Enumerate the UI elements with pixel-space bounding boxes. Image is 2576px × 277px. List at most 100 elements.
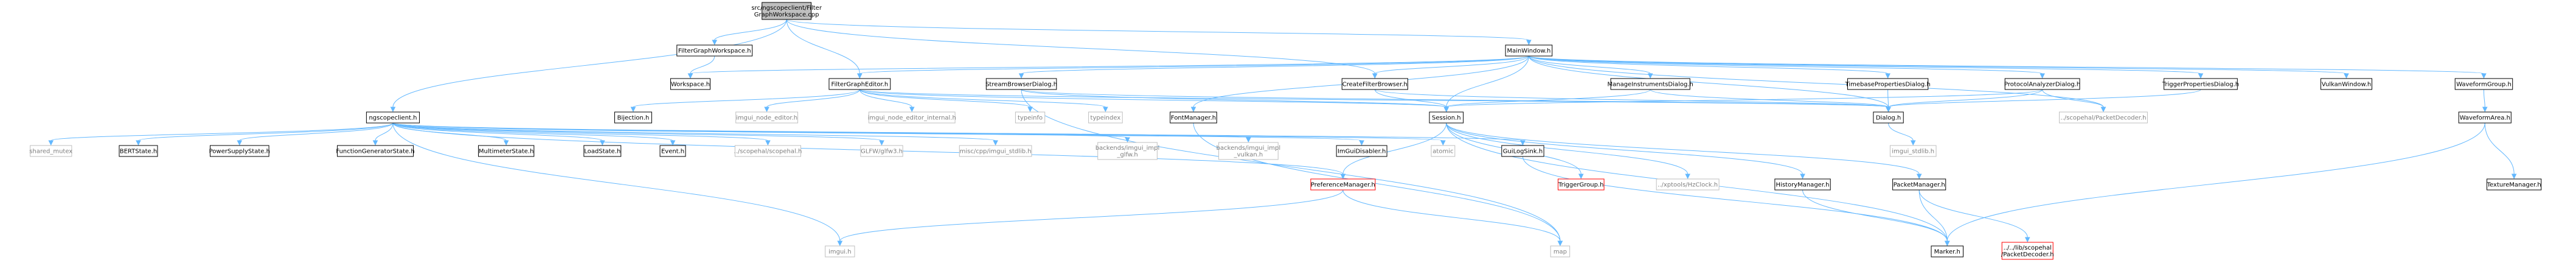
node-packetdecoder-lib: ../../lib/scopehal/PacketDecoder.h: [2001, 242, 2054, 260]
edge-line: [1528, 55, 2347, 74]
edge-line: [1374, 89, 1447, 108]
edge-FilterGraphEditor_h-to-Session_h: [859, 89, 1449, 113]
edge-line: [859, 89, 1031, 108]
edge-StreamBrowserDialog_h-to-Session_h: [1021, 89, 1449, 113]
node-box: [2458, 111, 2512, 124]
edge-arrowhead: [1372, 73, 1378, 79]
node-box: [825, 245, 855, 258]
node-bijection-h[interactable]: Bijection.h: [614, 111, 652, 124]
node-functiongeneratorstate-h[interactable]: FunctionGeneratorState.h: [336, 145, 415, 157]
node-label: imgui_node_editor.h: [736, 115, 797, 122]
edge-line: [392, 122, 768, 141]
edge-ngscopeclient_h-to-shared_mutex: [48, 122, 394, 146]
node-marker-h[interactable]: Marker.h: [1931, 245, 1964, 258]
node-label: ../scopehal/scopehal.h: [734, 149, 802, 155]
edge-line: [1446, 89, 1651, 108]
node-root: src/ngscopeclient/FilterGraphWorkspace.c…: [751, 2, 822, 20]
node-label: MainWindow.h: [1507, 48, 1550, 55]
node-protocolanalyzerdialog-h[interactable]: ProtocolAnalyzerDialog.h: [2004, 78, 2080, 90]
node-multimeterstate-h[interactable]: MultimeterState.h: [477, 145, 535, 157]
node-manageinstrumentsdialog-h[interactable]: ManageInstrumentsDialog.h: [1607, 78, 1693, 90]
node-label: LoadState.h: [584, 149, 620, 155]
node-guilogsink-h[interactable]: GuiLogSink.h: [1501, 145, 1544, 157]
edge-line: [392, 122, 673, 141]
edge-arrowhead: [2024, 237, 2030, 243]
node-box: [734, 145, 801, 157]
node-createfilterbrowser-h[interactable]: CreateFilterBrowser.h: [1341, 78, 1408, 90]
node-scopehal-h: ../scopehal/scopehal.h: [734, 145, 802, 157]
edge-line: [392, 122, 841, 242]
node-fontmanager-h[interactable]: FontManager.h: [1170, 111, 1217, 124]
node-packetmanager-h[interactable]: PacketManager.h: [1892, 178, 1946, 191]
edge-arrowhead: [1916, 174, 1922, 180]
node-label: _vulkan.h: [1234, 152, 1263, 158]
edge-line: [859, 55, 1529, 74]
edge-PacketManager_h-to-Marker_h: [1918, 189, 1950, 247]
edge-arrowhead: [993, 140, 998, 146]
node-loadstate-h[interactable]: LoadState.h: [583, 145, 622, 157]
node-box: [860, 145, 903, 157]
edge-arrowhead: [1885, 73, 1890, 79]
node-imguidisabler-h[interactable]: ImGuiDisabler.h: [1336, 145, 1387, 157]
node-box: [1501, 145, 1544, 157]
edge-arrowhead: [687, 73, 693, 79]
node-event-h[interactable]: Event.h: [659, 145, 686, 157]
node-bertstate-h[interactable]: BERTState.h: [119, 145, 158, 157]
edge-ProtocolAnalyzerDialog_h-to-PacketDecoder_rel: [2042, 89, 2106, 113]
node-mainwindow-h[interactable]: MainWindow.h: [1505, 44, 1553, 57]
node-label: typeindex: [1091, 115, 1121, 122]
node-box: [828, 78, 891, 90]
node-atomic: atomic: [1431, 145, 1456, 157]
node-filtergraphworkspace-h[interactable]: FilterGraphWorkspace.h: [676, 44, 753, 57]
edge-MainWindow_h-to-VulkanWindow_h: [1528, 55, 2349, 79]
edge-Dialog_h-to-imgui_stdlib_h: [1888, 122, 1916, 146]
node-ngscopeclient-h[interactable]: ngscopeclient.h: [366, 111, 420, 124]
node-label: Workspace.h: [671, 82, 710, 88]
edge-line: [1446, 122, 1804, 175]
node-label: ImGuiDisabler.h: [1338, 149, 1386, 155]
node-powersupplystate-h[interactable]: PowerSupplyState.h: [209, 145, 270, 157]
node-waveformgroup-h[interactable]: WaveformGroup.h: [2454, 78, 2513, 90]
edge-arrowhead: [1018, 73, 1024, 79]
edge-arrowhead: [837, 240, 843, 247]
edge-line: [1528, 55, 2201, 74]
node-label: GraphWorkspace.cpp: [754, 12, 819, 18]
edge-line: [1446, 122, 1689, 175]
node-box: [1336, 145, 1387, 157]
node-triggerpropertiesdialog-h[interactable]: TriggerPropertiesDialog.h: [2162, 78, 2239, 90]
edge-arrowhead: [2100, 107, 2106, 113]
node-timebasepropertiesdialog-h[interactable]: TimebasePropertiesDialog.h: [1845, 78, 1931, 90]
node-historymanager-h[interactable]: HistoryManager.h: [1774, 178, 1831, 191]
node-vulkanwindow-h[interactable]: VulkanWindow.h: [2320, 78, 2372, 90]
node-box: [959, 145, 1032, 157]
node-waveformarea-h[interactable]: WaveformArea.h: [2458, 111, 2512, 124]
node-session-h[interactable]: Session.h: [1429, 111, 1464, 124]
edge-FilterGraphEditor_h-to-Bijection_h: [630, 89, 860, 113]
node-box: [366, 111, 420, 124]
edge-arrowhead: [1190, 107, 1196, 113]
node-box: [1550, 245, 1571, 258]
node-texturemanager-h[interactable]: TextureManager.h: [2487, 178, 2542, 191]
edge-line: [1021, 89, 1447, 108]
node-workspace-h[interactable]: Workspace.h: [670, 78, 711, 90]
edge-MainWindow_h-to-FilterGraphEditor_h: [857, 55, 1529, 79]
edge-line: [786, 19, 1529, 41]
node-label: TimebasePropertiesDialog.h: [1845, 82, 1931, 88]
edge-line: [1887, 89, 1889, 108]
edge-arrowhead: [372, 140, 378, 146]
node-hzclock-h: ../xptools/HzClock.h: [1656, 178, 1720, 191]
node-filtergrapheditor-h[interactable]: FilterGraphEditor.h: [828, 78, 891, 90]
edge-arrowhead: [2511, 174, 2517, 180]
node-label: TriggerPropertiesDialog.h: [2162, 82, 2239, 88]
edge-line: [690, 55, 715, 74]
node-dialog-h[interactable]: Dialog.h: [1873, 111, 1904, 124]
node-label: WaveformGroup.h: [2456, 82, 2512, 88]
node-streambrowserdialog-h[interactable]: StreamBrowserDialog.h: [985, 78, 1057, 90]
edge-line: [392, 19, 787, 108]
node-typeinfo: typeinfo: [1015, 111, 1046, 124]
node-label: ../../lib/scopehal: [2004, 245, 2052, 251]
graph-nodes: src/ngscopeclient/FilterGraphWorkspace.c…: [29, 2, 2542, 260]
node-box: [30, 145, 72, 157]
edge-line: [1374, 55, 1529, 74]
edge-arrowhead: [2040, 73, 2045, 79]
